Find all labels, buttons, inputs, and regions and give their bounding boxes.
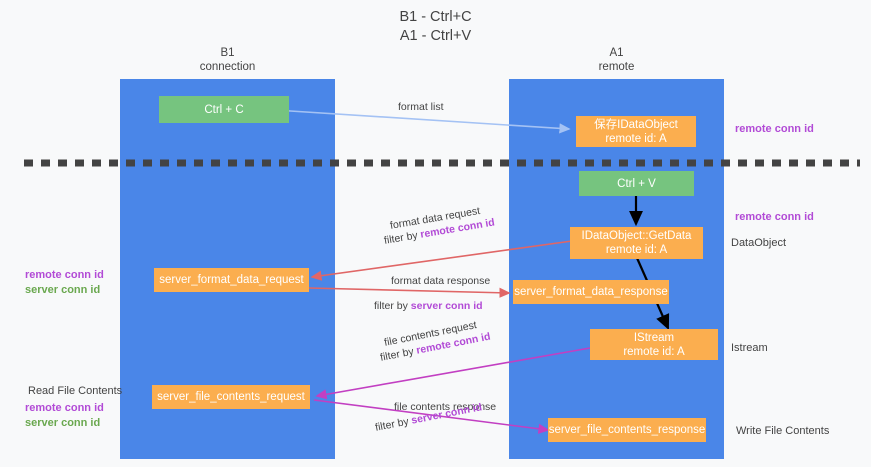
box-ctrl-c-label: Ctrl + C — [204, 103, 244, 116]
note-remote-conn-id-top: remote conn id — [735, 123, 814, 135]
box-save-idataobject-line1: 保存IDataObject — [594, 118, 678, 131]
flow-filter-format-data-response: filter by server conn id — [374, 300, 483, 312]
note-read-file-contents: Read File Contents — [28, 385, 123, 397]
note-istream: Istream — [731, 342, 768, 354]
note-left-server-conn-id: server conn id — [25, 284, 101, 296]
box-save-idataobject[interactable]: 保存IDataObject remote id: A — [576, 116, 696, 147]
note-remote-conn-id-mid: remote conn id — [735, 211, 814, 223]
box-getdata-line2: remote id: A — [605, 244, 668, 256]
note-write-file-contents: Write File Contents — [736, 425, 830, 437]
note-dataobject: DataObject — [731, 237, 787, 249]
filter-target-server-conn-id-1: server conn id — [410, 300, 483, 312]
note-left-remote-conn-id-2: remote conn id — [25, 402, 104, 414]
page-title: B1 - Ctrl+C A1 - Ctrl+V — [0, 8, 871, 46]
box-server-file-contents-request[interactable]: server_file_contents_request — [152, 385, 310, 409]
lane-a1-name: A1 — [609, 47, 624, 59]
title-line-1: B1 - Ctrl+C — [399, 9, 472, 25]
lane-header-a1: A1 remote — [509, 47, 724, 74]
box-server-format-data-request-label: server_format_data_request — [159, 274, 304, 286]
box-ctrl-v[interactable]: Ctrl + V — [579, 171, 694, 196]
box-save-idataobject-line2: remote id: A — [605, 132, 667, 145]
note-left-remote-conn-id: remote conn id — [25, 269, 104, 281]
box-server-file-contents-response-label: server_file_contents_response — [548, 424, 706, 436]
arrow-format-data-response — [308, 287, 511, 298]
note-left-server-conn-id-2: server conn id — [25, 417, 101, 429]
lane-header-b1: B1 connection — [120, 47, 335, 74]
box-istream-line1: IStream — [633, 331, 675, 344]
flow-label-format-list: format list — [398, 101, 444, 113]
lane-b1-sub: connection — [199, 60, 256, 73]
box-server-file-contents-response[interactable]: server_file_contents_response — [548, 418, 706, 442]
lane-a1-sub: remote — [598, 60, 635, 73]
box-ctrl-v-label: Ctrl + V — [617, 177, 656, 190]
box-server-format-data-request[interactable]: server_format_data_request — [154, 268, 309, 292]
box-ctrl-c[interactable]: Ctrl + C — [159, 96, 289, 123]
title-line-2: A1 - Ctrl+V — [399, 28, 472, 44]
flow-label-format-data-response: format data response — [391, 275, 491, 287]
box-server-format-data-response[interactable]: server_format_data_response — [513, 280, 669, 304]
lane-b1-name: B1 — [220, 47, 235, 59]
box-istream[interactable]: IStream remote id: A — [590, 329, 718, 360]
box-getdata-line1: IDataObject::GetData — [581, 230, 692, 242]
box-server-file-contents-request-label: server_file_contents_request — [157, 391, 305, 403]
box-server-format-data-response-label: server_format_data_response — [514, 286, 668, 298]
flow-label-file-contents-response: file contents response — [394, 401, 497, 413]
box-idataobject-getdata[interactable]: IDataObject::GetData remote id: A — [570, 227, 703, 259]
box-istream-line2: remote id: A — [623, 345, 685, 358]
